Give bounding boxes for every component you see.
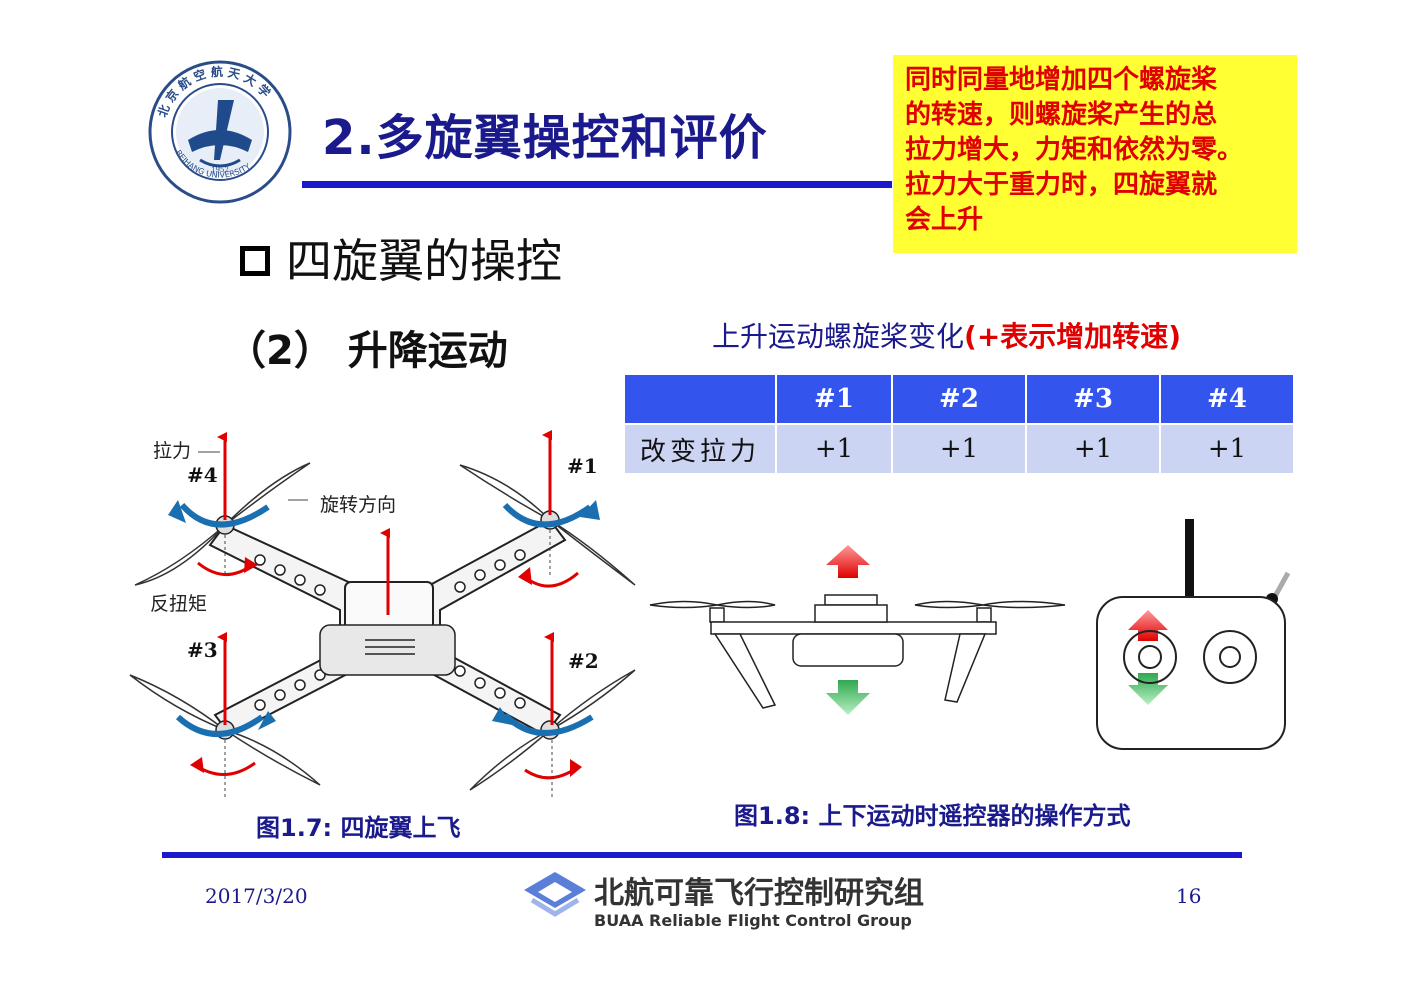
university-logo: 1952 北 京 航 空 航 天 大 学 BEIHANG UNIVERSITY	[148, 60, 292, 204]
explanation-note: 同时同量地增加四个螺旋桨 的转速，则螺旋桨产生的总 拉力增大，力矩和依然为零。 …	[893, 55, 1297, 253]
table-cell: +1	[891, 423, 1027, 475]
footer-date: 2017/3/20	[205, 884, 308, 908]
table-row-label: 改变拉力	[623, 423, 777, 475]
table-header-cell: #4	[1159, 373, 1295, 425]
page-title: 2.多旋翼操控和评价	[322, 110, 768, 166]
table-header-row: #1 #2 #3 #4	[623, 373, 1295, 425]
section-heading: 四旋翼的操控	[240, 225, 562, 291]
rotor-label-4: #4	[187, 463, 218, 487]
footer-group-name-cn: 北航可靠飞行控制研究组	[594, 876, 924, 911]
footer-group-name-en: BUAA Reliable Flight Control Group	[594, 911, 912, 930]
quadrotor-diagram	[129, 430, 636, 800]
footer-divider	[162, 852, 1242, 858]
group-logo-icon	[524, 872, 586, 917]
figure-caption-1: 图1.7: 四旋翼上飞	[256, 814, 461, 842]
rotor-label-2: #2	[568, 649, 599, 673]
drone-side-view	[649, 545, 1066, 715]
note-line: 的转速，则螺旋桨产生的总	[905, 100, 1218, 130]
table-header-cell	[623, 373, 777, 425]
rotor-label-3: #3	[187, 638, 218, 662]
note-line: 拉力增大，力矩和依然为零。	[905, 135, 1244, 165]
remote-controller	[1096, 519, 1291, 750]
section-heading-text: 四旋翼的操控	[286, 234, 562, 288]
table-cell: +1	[1159, 423, 1295, 475]
figure-caption-2: 图1.8: 上下运动时遥控器的操作方式	[734, 802, 1131, 830]
note-line: 同时同量地增加四个螺旋桨	[905, 65, 1218, 95]
table-title: 上升运动螺旋桨变化(+表示增加转速)	[712, 315, 1181, 355]
label-rotation-direction: 旋转方向	[320, 494, 397, 516]
bullet-square-icon	[240, 245, 270, 276]
table-header-cell: #3	[1025, 373, 1161, 425]
table-header-cell: #1	[775, 373, 893, 425]
title-divider	[302, 181, 892, 188]
note-line: 会上升	[905, 205, 984, 235]
table-title-main: 上升运动螺旋桨变化	[712, 320, 965, 353]
table-cell: +1	[775, 423, 893, 475]
label-lift: 拉力	[153, 440, 192, 462]
section-subheading: （2） 升降运动	[226, 328, 508, 374]
table-cell: +1	[1025, 423, 1161, 475]
label-reaction-torque: 反扭矩	[150, 593, 208, 615]
table-row: 改变拉力 +1 +1 +1 +1	[623, 423, 1295, 475]
note-line: 拉力大于重力时，四旋翼就	[905, 170, 1218, 200]
table-title-note: (+表示增加转速)	[964, 320, 1182, 353]
table-header-cell: #2	[891, 373, 1027, 425]
page-number: 16	[1176, 884, 1202, 908]
rotor-label-1: #1	[567, 454, 598, 478]
svg-text:1952: 1952	[211, 166, 229, 174]
propeller-change-table: #1 #2 #3 #4 改变拉力 +1 +1 +1 +1	[623, 373, 1295, 475]
